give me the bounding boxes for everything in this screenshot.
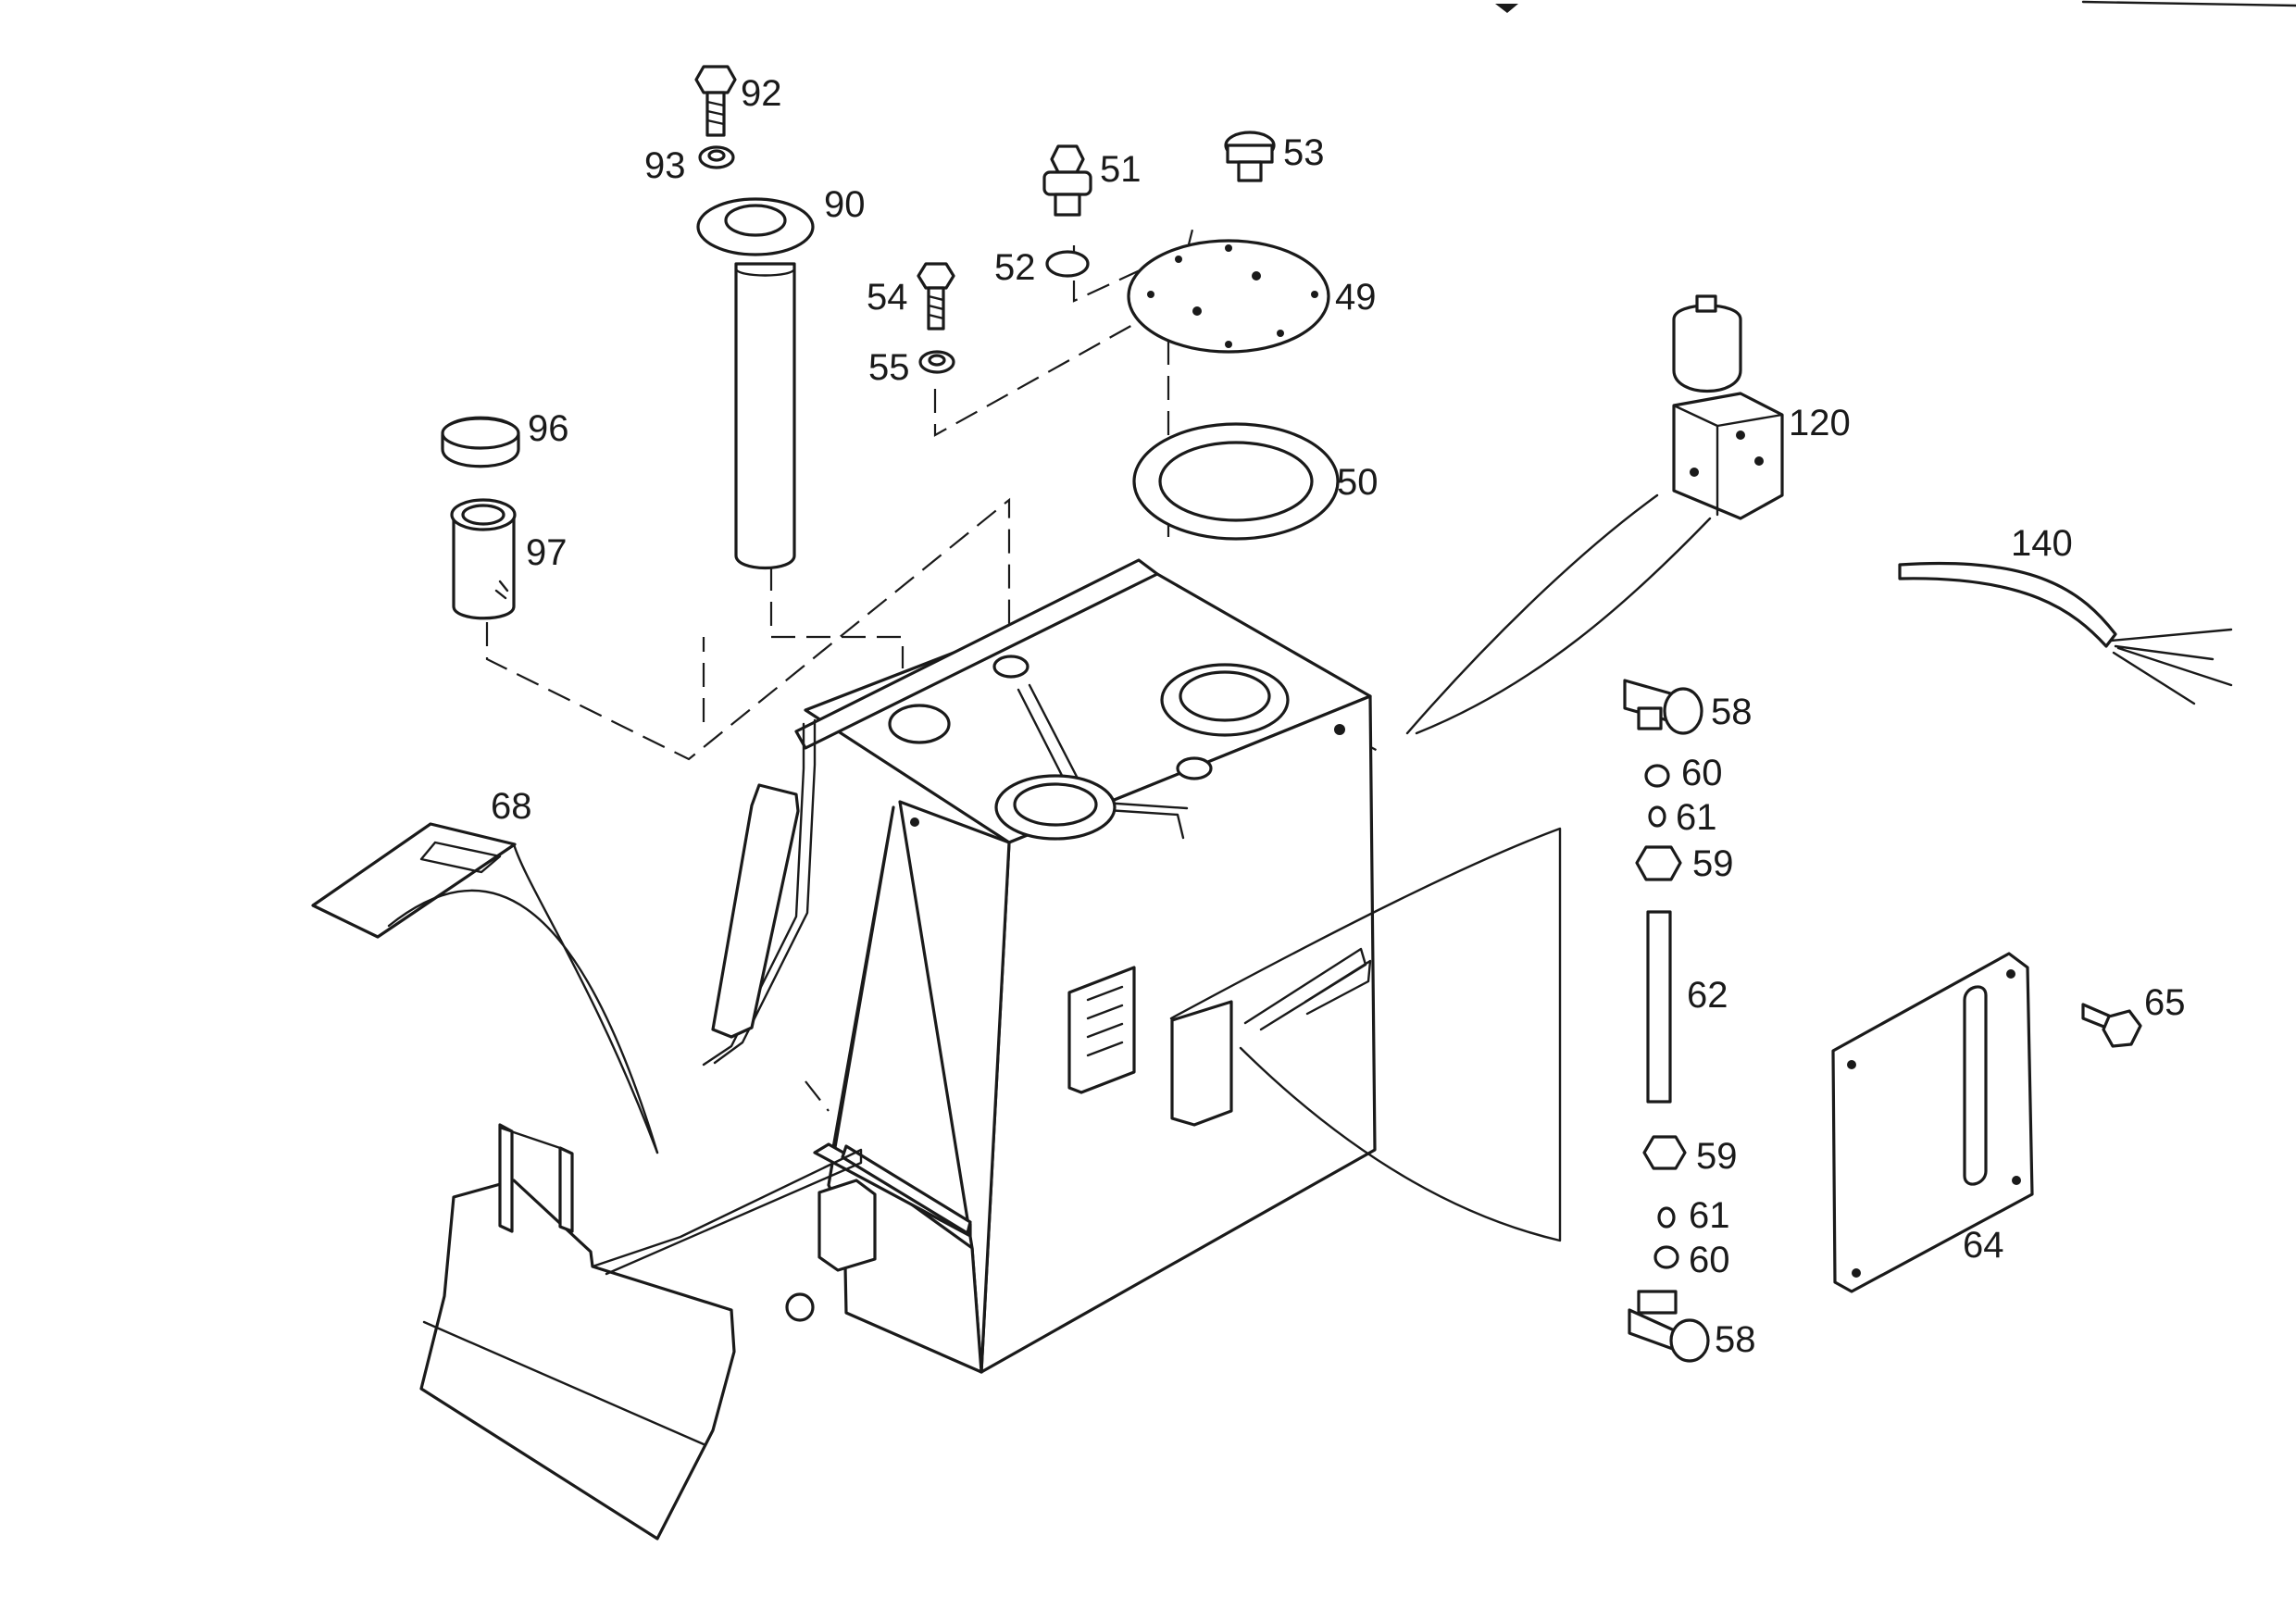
label-92: 92 bbox=[741, 73, 782, 114]
label-93: 93 bbox=[644, 145, 686, 186]
fitting-58-top bbox=[1623, 679, 1703, 735]
level-sender-90 bbox=[696, 197, 815, 570]
base-spacer bbox=[817, 1179, 877, 1272]
label-62: 62 bbox=[1687, 975, 1728, 1016]
tank-port-small bbox=[992, 655, 1029, 679]
bolt-65 bbox=[2081, 1003, 2142, 1048]
tank-port-boss bbox=[1176, 756, 1213, 780]
label-53: 53 bbox=[1283, 132, 1325, 173]
base-nut bbox=[785, 1292, 815, 1322]
cover-plate-64 bbox=[1831, 952, 2034, 1293]
label-59-bottom: 59 bbox=[1696, 1136, 1738, 1177]
level-window bbox=[1067, 966, 1136, 1094]
label-55: 55 bbox=[868, 347, 910, 388]
washer-55 bbox=[918, 350, 955, 374]
label-68: 68 bbox=[491, 786, 532, 827]
accumulator-120 bbox=[1405, 294, 1784, 735]
label-58-bottom: 58 bbox=[1715, 1319, 1756, 1360]
tank-filler-port-large bbox=[1160, 663, 1290, 737]
label-54: 54 bbox=[867, 277, 908, 318]
strainer-97 bbox=[450, 498, 517, 620]
label-140: 140 bbox=[2011, 523, 2073, 564]
tank-port-small-left bbox=[888, 704, 951, 744]
label-120: 120 bbox=[1789, 403, 1851, 443]
tube-62 bbox=[1646, 910, 1672, 1104]
label-97: 97 bbox=[526, 532, 568, 573]
fitting-58-bottom bbox=[1628, 1290, 1710, 1363]
label-60-bottom: 60 bbox=[1689, 1240, 1730, 1280]
part-number-labels: 92 93 90 51 53 52 49 54 55 96 50 120 97 … bbox=[491, 73, 2186, 1360]
bolt-92 bbox=[694, 65, 737, 137]
label-49: 49 bbox=[1335, 277, 1377, 318]
seal-60-bottom bbox=[1653, 1245, 1679, 1269]
bolt-54 bbox=[917, 262, 955, 331]
label-52: 52 bbox=[994, 247, 1036, 288]
label-50: 50 bbox=[1337, 462, 1379, 503]
cable-140 bbox=[1898, 561, 2233, 705]
filler-cap-96 bbox=[441, 416, 520, 468]
bracket-lower bbox=[1170, 1000, 1233, 1127]
front-cover bbox=[419, 1123, 863, 1541]
label-51: 51 bbox=[1100, 149, 1142, 190]
label-64: 64 bbox=[1963, 1225, 2004, 1266]
hydraulic-tank bbox=[702, 558, 1377, 1374]
seal-61-bottom bbox=[1657, 1206, 1676, 1229]
gasket-50 bbox=[1132, 422, 1340, 541]
nut-59-top bbox=[1635, 845, 1682, 881]
label-65: 65 bbox=[2144, 982, 2186, 1023]
label-90: 90 bbox=[824, 184, 866, 225]
plug-53 bbox=[1224, 131, 1276, 182]
washer-52 bbox=[1045, 250, 1090, 278]
label-61-bottom: 61 bbox=[1689, 1195, 1730, 1236]
label-58-top: 58 bbox=[1711, 692, 1753, 732]
washer-93 bbox=[698, 145, 735, 169]
breather-51 bbox=[1042, 144, 1092, 217]
decal-68 bbox=[311, 822, 659, 1154]
seal-61-top bbox=[1648, 805, 1666, 828]
nut-59-bottom bbox=[1642, 1135, 1687, 1170]
cover-plate-49 bbox=[1127, 239, 1330, 354]
label-61-top: 61 bbox=[1676, 797, 1717, 838]
label-59-top: 59 bbox=[1692, 843, 1734, 884]
label-96: 96 bbox=[528, 408, 569, 449]
tank-port-front bbox=[994, 774, 1117, 841]
label-60-top: 60 bbox=[1681, 753, 1723, 793]
seal-60-top bbox=[1644, 764, 1670, 788]
